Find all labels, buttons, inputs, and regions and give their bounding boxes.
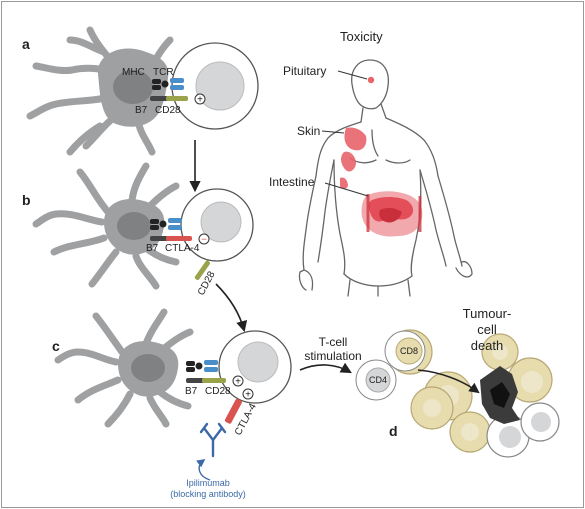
- cd4-cell: [355, 359, 397, 401]
- antibody-description: (blocking antibody): [170, 489, 246, 499]
- antibody-arrow: [196, 458, 211, 481]
- tumour-cell-cluster: [387, 329, 560, 458]
- nucleus: [131, 354, 165, 382]
- skin-rash: [340, 127, 367, 189]
- tumour-line-2: cell: [477, 322, 497, 337]
- b7-b: [150, 236, 168, 241]
- cd28-internalised-b: [194, 260, 210, 280]
- label-mhc-a: MHC: [122, 67, 145, 78]
- tumour-line-1: Tumour-: [463, 306, 512, 321]
- pituitary-highlight: [367, 76, 375, 84]
- t-cell-a: [171, 42, 259, 130]
- antibody-name: Ipilimumab: [186, 478, 230, 488]
- label-cd4: CD4: [369, 375, 387, 385]
- plus-sign-c1: [232, 375, 244, 387]
- label-b7-b: B7: [146, 243, 159, 254]
- label-tcr-a: TCR: [153, 67, 174, 78]
- human-body-outline: [298, 59, 473, 297]
- label-cd8: CD8: [400, 346, 418, 356]
- dendritic-cell-a: [26, 26, 174, 156]
- tumour-line-3: death: [471, 338, 504, 353]
- leader-skin: [321, 130, 345, 134]
- plus-sign-c2: [242, 388, 254, 400]
- toxicity-title: Toxicity: [340, 29, 383, 44]
- nucleus: [117, 212, 151, 240]
- minus-sign-b: [198, 233, 210, 245]
- minus-text-b: −: [201, 235, 207, 246]
- plus-text-c2: +: [245, 390, 251, 401]
- label-intestine: Intestine: [269, 175, 315, 189]
- label-pituitary: Pituitary: [283, 64, 326, 78]
- plus-text-c1: +: [235, 377, 241, 388]
- ctla4-b: [166, 236, 192, 241]
- b7-c: [186, 378, 204, 383]
- b7-a: [150, 96, 168, 101]
- leader-intestine: [324, 182, 369, 197]
- t-cell-b: [180, 188, 254, 262]
- label-ctla4-b: CTLA-4: [165, 243, 200, 254]
- arrow-b-to-c: [215, 283, 248, 333]
- stimulation-line-2: stimulation: [304, 349, 361, 363]
- panel-label-b: b: [22, 192, 31, 208]
- panel-label-c: c: [52, 338, 60, 354]
- cd28-a: [166, 96, 188, 101]
- arrow-c-to-d: [299, 362, 352, 374]
- cd8-kill-arrow: [417, 369, 480, 394]
- mhc-tcr-complex-c: [186, 360, 218, 372]
- t-cell-nucleus: [237, 341, 279, 383]
- plus-text-a: +: [197, 95, 203, 106]
- label-cd28-c: CD28: [205, 386, 231, 397]
- label-b7-c: B7: [185, 386, 198, 397]
- cd8-cell: [384, 330, 426, 372]
- ctla4-c: [224, 398, 242, 424]
- panel-label-d: d: [389, 423, 398, 439]
- panel-label-a: a: [22, 36, 30, 52]
- ipilimumab-antibody-icon: [199, 422, 227, 458]
- label-skin: Skin: [297, 124, 320, 138]
- nucleus: [113, 70, 153, 104]
- t-cell-nucleus: [195, 61, 245, 111]
- mhc-tcr-complex-a: [152, 78, 184, 90]
- intestine-highlight: [361, 191, 423, 237]
- leader-pituitary: [337, 70, 368, 80]
- cd28-c: [202, 378, 226, 383]
- stimulation-line-1: T-cell: [319, 335, 348, 349]
- dendritic-cell-b: [32, 162, 180, 290]
- t-cell-nucleus: [200, 201, 242, 243]
- plus-sign-a: [194, 93, 206, 105]
- mhc-tcr-complex-b: [150, 218, 182, 230]
- dendritic-cell-c: [54, 308, 194, 428]
- label-cd28-a: CD28: [155, 105, 181, 116]
- label-b7-a: B7: [135, 105, 148, 116]
